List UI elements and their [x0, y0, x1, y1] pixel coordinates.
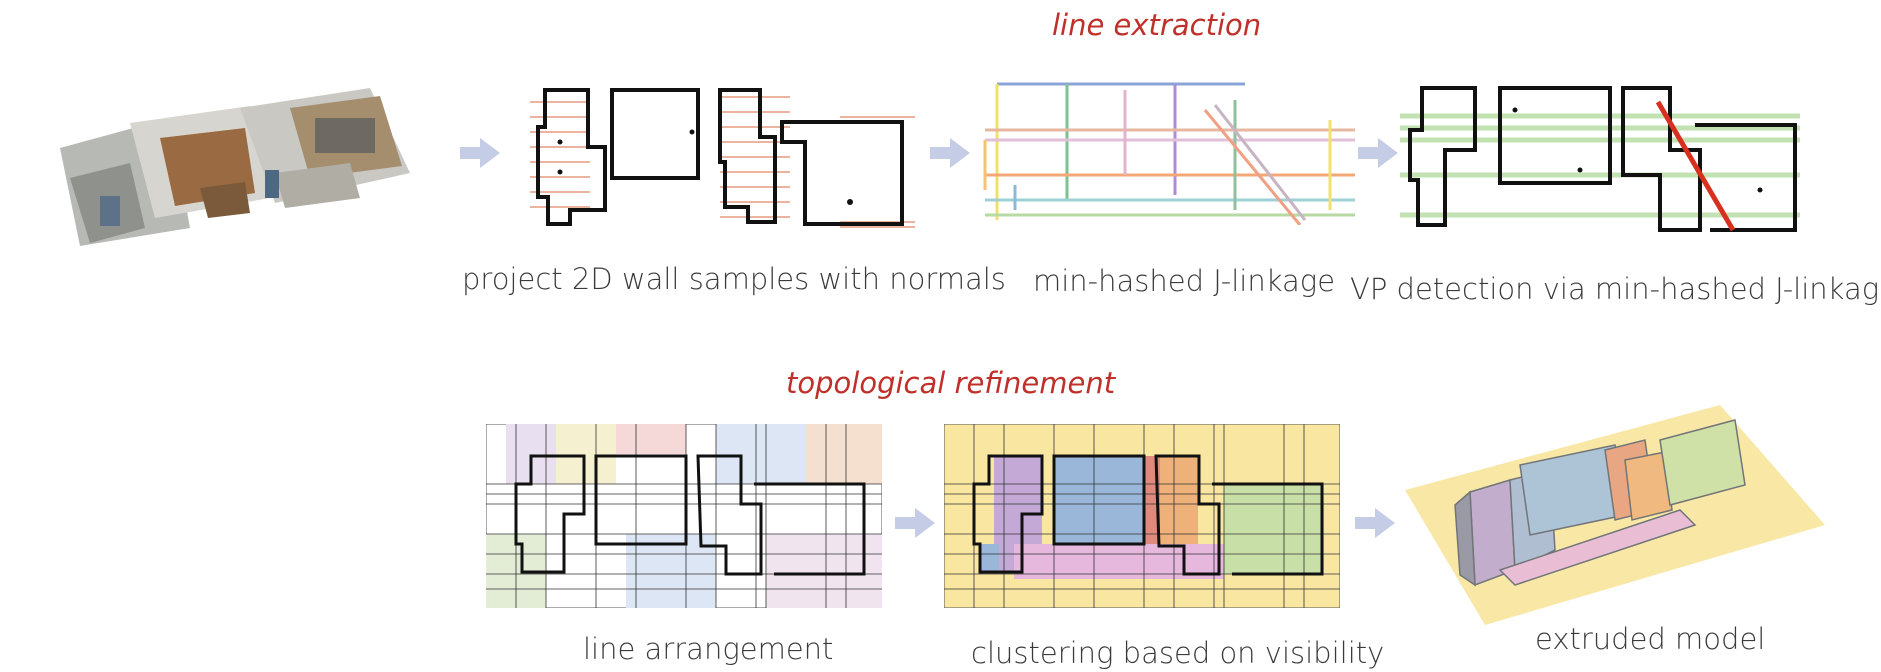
wall-samples-panel	[520, 82, 920, 232]
arrow-icon	[1355, 508, 1395, 538]
jlinkage-panel	[975, 80, 1365, 225]
clustering-panel	[944, 424, 1340, 608]
arrow-icon	[460, 138, 500, 168]
caption-arrangement: line arrangement	[583, 632, 834, 666]
line-extraction-title: line extraction	[1052, 8, 1262, 42]
caption-project: project 2D wall samples with normals	[462, 262, 1006, 296]
arrow-icon	[930, 138, 970, 168]
caption-clustering: clustering based on visibility	[971, 636, 1385, 670]
topological-refinement-title: topological refinement	[786, 366, 1116, 400]
vp-detection-panel	[1400, 80, 1810, 235]
extruded-model-panel	[1400, 400, 1830, 630]
line-arrangement-panel	[486, 424, 882, 608]
arrow-icon	[1358, 138, 1398, 168]
input-3d-scan	[50, 78, 430, 248]
caption-extruded: extruded model	[1535, 622, 1766, 656]
arrow-icon	[895, 508, 935, 538]
caption-vp: VP detection via min-hashed J-linkage	[1350, 272, 1881, 306]
caption-jlinkage: min-hashed J-linkage	[1033, 264, 1336, 298]
